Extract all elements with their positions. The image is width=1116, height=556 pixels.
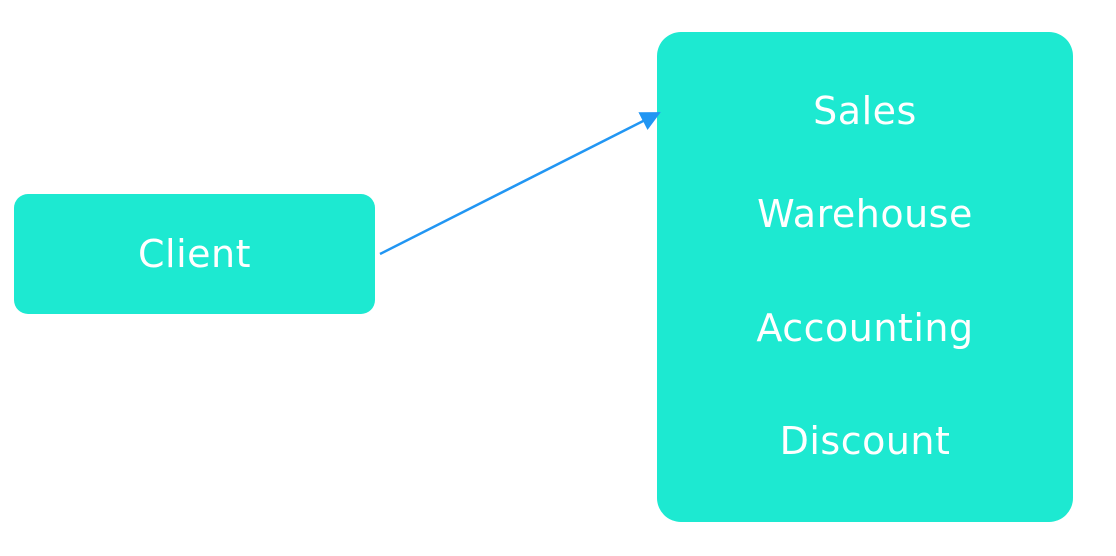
services-group-node: Sales Warehouse Accounting Discount	[657, 32, 1073, 522]
service-label-sales: Sales	[813, 89, 917, 133]
service-label-discount: Discount	[779, 419, 951, 463]
client-node: Client	[14, 194, 375, 314]
client-label: Client	[137, 232, 251, 276]
service-label-warehouse: Warehouse	[757, 192, 973, 236]
client-to-services-arrow	[379, 111, 661, 256]
service-label-accounting: Accounting	[756, 306, 974, 350]
